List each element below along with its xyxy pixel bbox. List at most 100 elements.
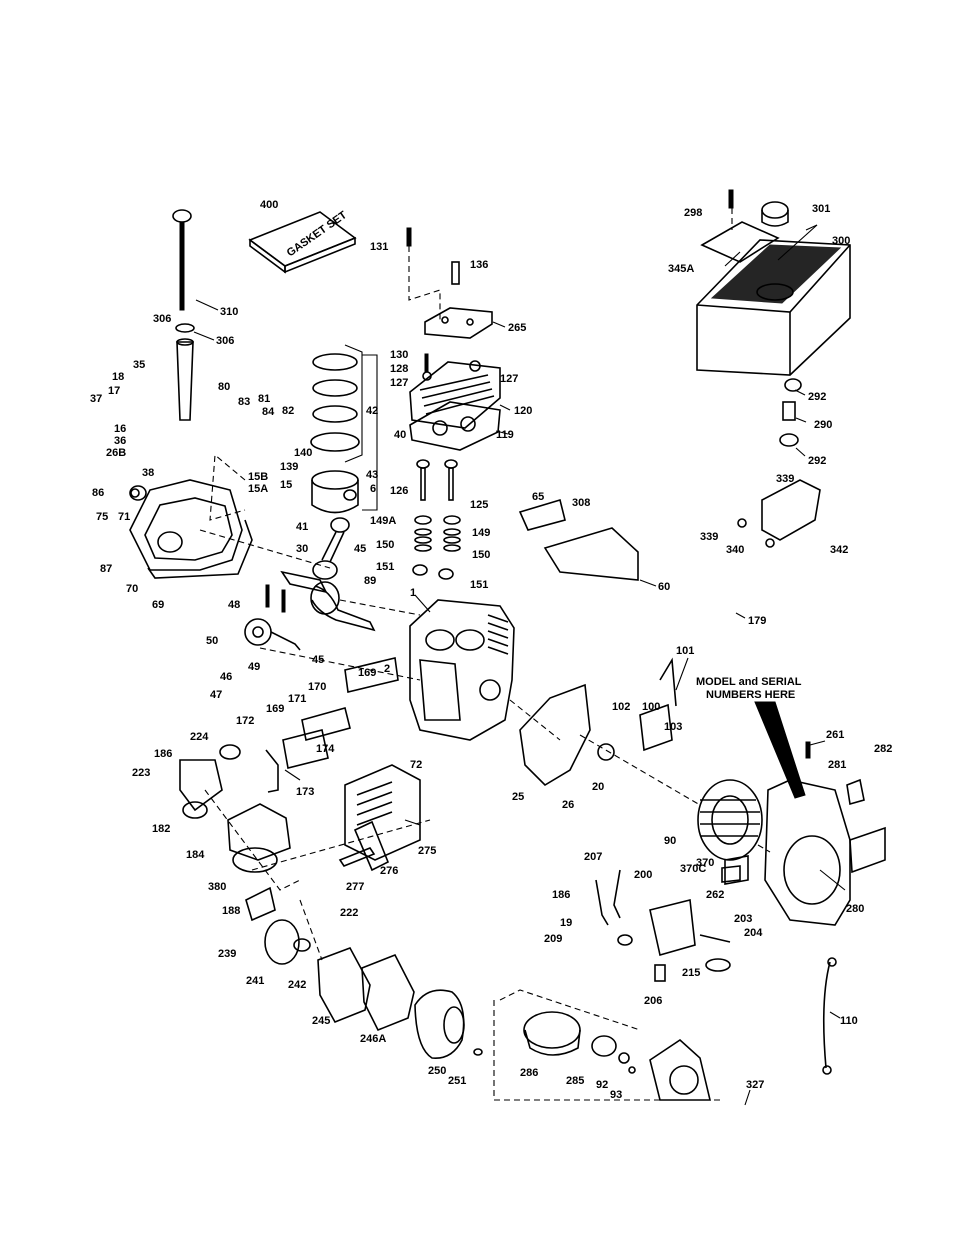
part-label: 150 xyxy=(376,539,394,551)
part-label: 292 xyxy=(808,391,826,403)
part-label: 15A xyxy=(248,483,268,495)
carburetor xyxy=(179,744,291,873)
part-label: 173 xyxy=(296,786,314,798)
part-label: 89 xyxy=(364,575,376,587)
part-label: 1 xyxy=(410,587,416,599)
part-label: 182 xyxy=(152,823,170,835)
note-line-2: NUMBERS HERE xyxy=(706,689,795,701)
part-label: 306 xyxy=(153,313,171,325)
part-label: 265 xyxy=(508,322,526,334)
crankcase-cover xyxy=(129,479,253,579)
part-label: 6 xyxy=(370,483,376,495)
part-label: 370C xyxy=(680,863,706,875)
part-label: 140 xyxy=(294,447,312,459)
part-label: 48 xyxy=(228,599,240,611)
part-label: 292 xyxy=(808,455,826,467)
part-label: 380 xyxy=(208,881,226,893)
part-label: 327 xyxy=(746,1079,764,1091)
part-label: 250 xyxy=(428,1065,446,1077)
part-label: 301 xyxy=(812,203,830,215)
part-label: 90 xyxy=(664,835,676,847)
part-label: 282 xyxy=(874,743,892,755)
cam-gear xyxy=(244,584,301,651)
note-line-1: MODEL and SERIAL xyxy=(696,676,802,688)
part-label: 43 xyxy=(366,469,378,481)
part-label: 174 xyxy=(316,743,335,755)
part-label: 100 xyxy=(642,701,660,713)
part-label: 339 xyxy=(776,473,794,485)
part-label: 300 xyxy=(832,235,850,247)
part-label: 87 xyxy=(100,563,112,575)
intake-gaskets xyxy=(265,657,399,793)
part-label: 50 xyxy=(206,635,218,647)
part-label: 93 xyxy=(610,1089,622,1101)
part-label: 298 xyxy=(684,207,702,219)
part-label: 37 xyxy=(90,393,102,405)
part-label: 101 xyxy=(676,645,694,657)
part-label: 275 xyxy=(418,845,436,857)
part-label: 261 xyxy=(826,729,844,741)
part-label: 49 xyxy=(248,661,260,673)
governor-linkage xyxy=(595,865,741,982)
part-label: 136 xyxy=(470,259,488,271)
part-label: 310 xyxy=(220,306,238,318)
part-label: 92 xyxy=(596,1079,608,1091)
part-label: 184 xyxy=(186,849,205,861)
part-label: 290 xyxy=(814,419,832,431)
part-label: 130 xyxy=(390,349,408,361)
part-label: 15 xyxy=(280,479,292,491)
part-label: 400 xyxy=(260,199,278,211)
part-label: 340 xyxy=(726,544,744,556)
part-label: 188 xyxy=(222,905,240,917)
part-label: 170 xyxy=(308,681,326,693)
part-label: 242 xyxy=(288,979,306,991)
part-label: 171 xyxy=(288,693,306,705)
engine-block xyxy=(409,599,515,741)
part-label: 72 xyxy=(410,759,422,771)
part-label: 25 xyxy=(512,791,524,803)
part-label: 41 xyxy=(296,521,308,533)
part-labels: 400 131 136 298 301 300 345A 310 306 306… xyxy=(90,199,892,1101)
part-label: 119 xyxy=(496,429,514,441)
part-label: 84 xyxy=(262,406,275,418)
ignition-module xyxy=(639,657,677,752)
part-label: 151 xyxy=(470,579,488,591)
part-label: 83 xyxy=(238,396,250,408)
part-label: 223 xyxy=(132,767,150,779)
back-plate xyxy=(519,683,615,787)
part-label: 251 xyxy=(448,1075,466,1087)
part-label: 150 xyxy=(472,549,490,561)
part-label: 81 xyxy=(258,393,270,405)
part-label: 2 xyxy=(384,663,390,675)
part-label: 45 xyxy=(354,543,366,555)
part-label: 45 xyxy=(312,654,324,666)
ground-wire xyxy=(822,957,837,1075)
blower-housing xyxy=(724,741,886,926)
part-label: 120 xyxy=(514,405,532,417)
part-label: 42 xyxy=(366,405,378,417)
part-label: 103 xyxy=(664,721,682,733)
part-label: 186 xyxy=(552,889,570,901)
part-label: 102 xyxy=(612,701,630,713)
model-serial-note: MODEL and SERIAL NUMBERS HERE xyxy=(696,676,802,701)
part-label: 19 xyxy=(560,917,572,929)
part-label: 246A xyxy=(360,1033,386,1045)
part-label: 277 xyxy=(346,881,364,893)
leader-lines xyxy=(193,224,846,1106)
part-label: 126 xyxy=(390,485,408,497)
part-label: 286 xyxy=(520,1067,538,1079)
part-label: 46 xyxy=(220,671,232,683)
part-label: 75 xyxy=(96,511,108,523)
part-label: 125 xyxy=(470,499,488,511)
part-label: 169 xyxy=(266,703,284,715)
part-label: 47 xyxy=(210,689,222,701)
air-baffle xyxy=(518,498,639,581)
part-label: 224 xyxy=(190,731,209,743)
part-label: 80 xyxy=(218,381,230,393)
starter xyxy=(523,1011,712,1101)
flywheel xyxy=(697,779,763,861)
part-label: 40 xyxy=(394,429,406,441)
part-label: 20 xyxy=(592,781,604,793)
part-label: 245 xyxy=(312,1015,330,1027)
